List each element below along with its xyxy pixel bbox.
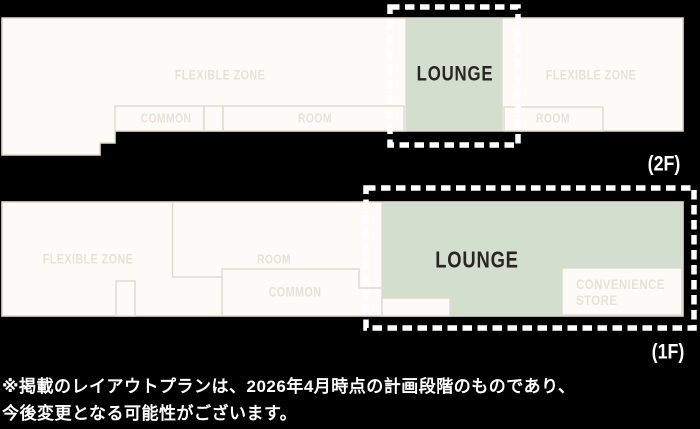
footnote-line2: 今後変更となる可能性がございます。 xyxy=(2,404,298,423)
2f-lounge-area xyxy=(405,18,503,131)
2f-room-left-box xyxy=(222,105,405,132)
1f-room-label: ROOM xyxy=(257,251,291,267)
1f-lounge-notch-box xyxy=(381,297,451,317)
2f-room-left-label: ROOM xyxy=(298,110,332,126)
1f-convenience-store-line1: CONVENIENCE xyxy=(576,277,665,292)
1f-floor-tag: (1F) xyxy=(651,340,685,364)
footnote-line1: ※掲載のレイアウトプランは、2026年4月時点の計画段階のものであり、 xyxy=(2,377,576,396)
1f-convenience-store-box xyxy=(561,267,683,316)
1f-small-cell xyxy=(115,280,136,317)
2f-small-cell xyxy=(203,105,224,132)
1f-common-label: COMMON xyxy=(268,284,322,300)
1f-lounge-dashed-frame xyxy=(363,185,697,331)
1f-convenience-store-label: CONVENIENCE STORE xyxy=(576,277,665,309)
2f-floor-tag: (2F) xyxy=(647,152,681,176)
footnote: ※掲載のレイアウトプランは、2026年4月時点の計画段階のものであり、 今後変更… xyxy=(2,373,622,427)
1f-lounge-label: LOUNGE xyxy=(435,246,519,273)
2f-floor-outline xyxy=(1,17,684,156)
2f-flexible-zone-left-label: FLEXIBLE ZONE xyxy=(174,67,266,83)
2f-lounge-dashed-frame xyxy=(387,4,521,148)
2f-lounge-label: LOUNGE xyxy=(416,62,494,86)
2f-room-right-label: ROOM xyxy=(536,110,570,126)
1f-flexible-zone-divider xyxy=(171,202,222,278)
1f-common-partition xyxy=(221,268,382,316)
2f-common-label: COMMON xyxy=(140,110,192,126)
1f-convenience-store-line2: STORE xyxy=(576,293,618,308)
2f-flexible-zone-right-label: FLEXIBLE ZONE xyxy=(545,67,637,83)
2f-common-box xyxy=(114,105,205,132)
1f-flexible-zone-label: FLEXIBLE ZONE xyxy=(42,251,134,267)
